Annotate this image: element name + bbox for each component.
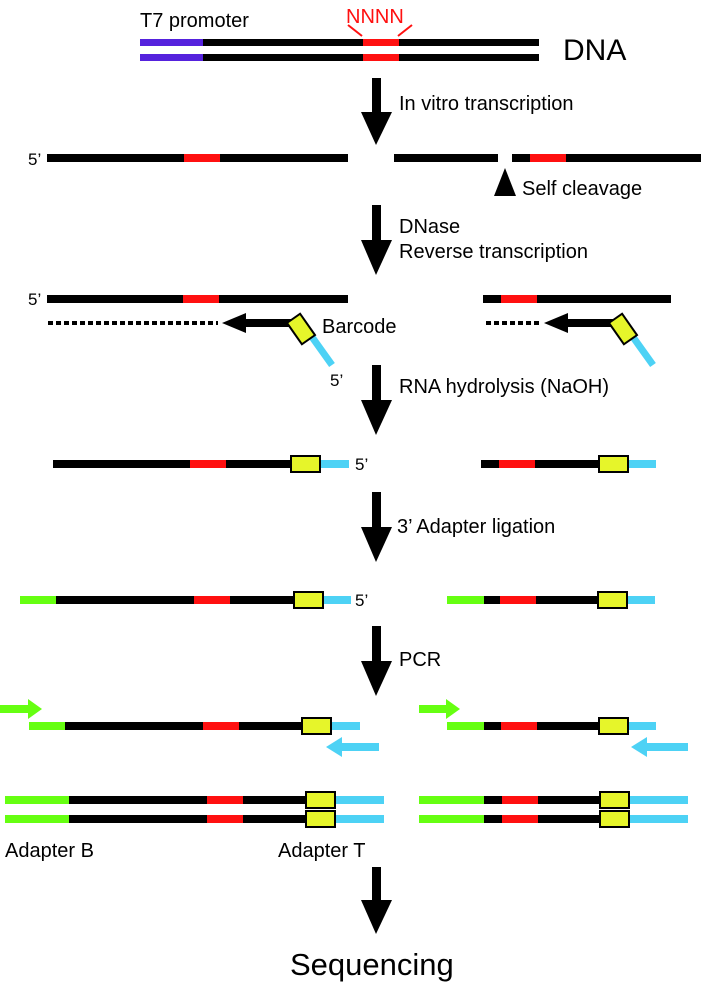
barcode-label: Barcode xyxy=(322,316,397,338)
pcr-template-left xyxy=(29,717,360,735)
pcr-primer-reverse-left xyxy=(326,737,379,757)
step-arrow-2 xyxy=(361,205,392,275)
five-prime-label: 5’ xyxy=(355,591,368,610)
five-prime-label: 5’ xyxy=(355,455,368,474)
cdna-left xyxy=(53,455,349,473)
insert-label: NNNN xyxy=(346,6,404,28)
pcr-primer-forward-left xyxy=(0,699,42,719)
step-label-rt: Reverse transcription xyxy=(399,241,588,263)
ligated-left xyxy=(20,591,351,609)
step-arrow-6 xyxy=(361,867,392,934)
self-cleavage-label: Self cleavage xyxy=(522,178,642,200)
five-prime-label: 5’ xyxy=(28,150,41,169)
rna-transcript xyxy=(47,154,701,162)
pcr-primer-forward-right xyxy=(419,699,460,719)
rt-primer-left xyxy=(48,312,335,368)
rna-right xyxy=(483,295,671,303)
t7-promoter-bottom xyxy=(140,54,203,61)
dna-duplex xyxy=(140,24,539,61)
step-label-ligation: 3’ Adapter ligation xyxy=(397,516,555,538)
rt-primer-right xyxy=(486,312,656,368)
step-arrow-5 xyxy=(361,626,392,696)
insert-top xyxy=(363,39,399,46)
t7-promoter-top xyxy=(140,39,203,46)
insert-bottom xyxy=(363,54,399,61)
pcr-primer-reverse-right xyxy=(631,737,688,757)
adapter-t-label: Adapter T xyxy=(278,840,365,862)
ligated-right xyxy=(447,591,655,609)
t7-promoter-label: T7 promoter xyxy=(140,10,249,32)
cdna-right xyxy=(481,455,656,473)
step-label-dnase: DNase xyxy=(399,216,460,238)
final-duplex-right xyxy=(419,791,688,828)
rna-left xyxy=(47,295,348,303)
cleavage-arrowhead-icon xyxy=(494,168,516,196)
pcr-template-right xyxy=(447,717,656,735)
step-label-pcr: PCR xyxy=(399,649,441,671)
step-label-hydrolysis: RNA hydrolysis (NaOH) xyxy=(399,376,609,398)
final-duplex-left xyxy=(5,791,384,828)
step-arrow-3 xyxy=(361,365,392,435)
dna-label: DNA xyxy=(563,34,626,67)
five-prime-label: 5’ xyxy=(330,371,343,390)
step-arrow-1 xyxy=(361,78,392,145)
barcode-box xyxy=(285,312,317,346)
step-label-transcription: In vitro transcription xyxy=(399,93,574,115)
adapter-b-label: Adapter B xyxy=(5,840,94,862)
five-prime-label: 5’ xyxy=(28,290,41,309)
step-arrow-4 xyxy=(361,492,392,562)
sequencing-label: Sequencing xyxy=(290,947,454,982)
